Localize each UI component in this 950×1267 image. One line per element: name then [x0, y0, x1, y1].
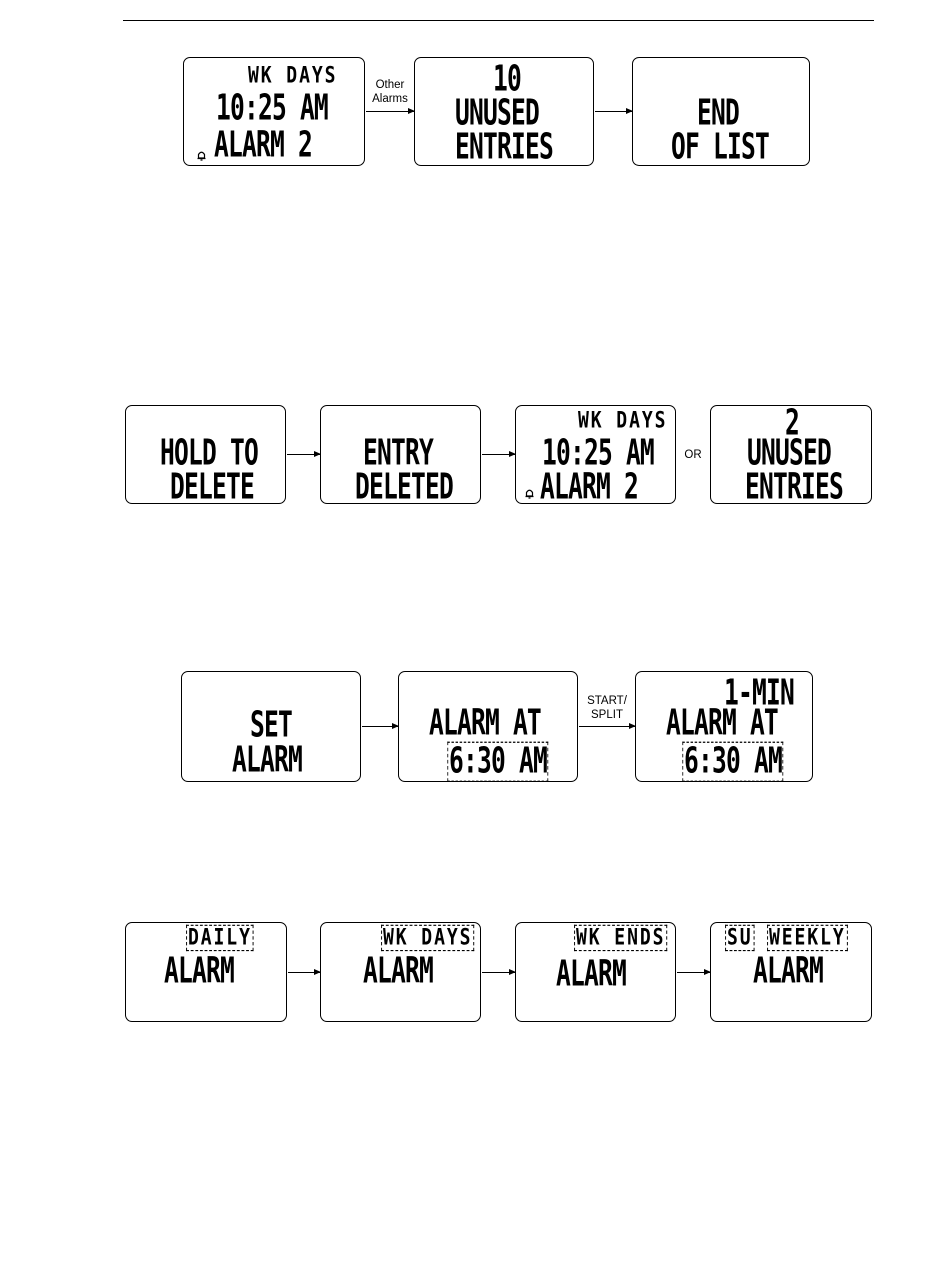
lcd-weekly-alarm: SU WEEKLY ALARM	[710, 922, 872, 1022]
lcd-alarm-label: ALARM 2	[540, 470, 638, 505]
flow-arrow	[362, 726, 398, 727]
alarm-bell-icon	[197, 150, 206, 161]
lcd-line: ALARM	[753, 954, 823, 989]
lcd-line2: ALARM	[232, 743, 302, 778]
lcd-wk-days-alarm: WK DAYS ALARM	[320, 922, 481, 1022]
header-rule	[123, 20, 874, 21]
lcd-entry-deleted: ENTRY DELETED	[320, 405, 481, 504]
flow-arrow	[677, 972, 710, 973]
lcd-line2: DELETED	[355, 470, 453, 505]
flow-arrow	[366, 111, 414, 112]
lcd-line: ALARM	[556, 957, 626, 992]
lcd-frequency: WEEKLY	[769, 927, 846, 949]
lcd-days: WK DAYS	[578, 410, 667, 432]
lcd-frequency: WK DAYS	[383, 927, 472, 949]
lcd-line1: ALARM AT	[429, 706, 541, 741]
flow-arrow	[579, 726, 635, 727]
flow-arrow	[595, 111, 632, 112]
arrow-label-start-split: START/SPLIT	[578, 694, 636, 722]
lcd-alarm-at-1-min: 1-MIN ALARM AT 6:30 AM	[635, 671, 813, 782]
lcd-time-field: 6:30 AM	[449, 744, 547, 779]
lcd-set-alarm: SET ALARM	[181, 671, 361, 782]
lcd-end-of-list: END OF LIST	[632, 57, 810, 166]
lcd-unused-entries: 2 UNUSED ENTRIES	[710, 405, 872, 504]
lcd-line1: ALARM AT	[666, 706, 778, 741]
lcd-time-field: 6:30 AM	[684, 744, 782, 779]
lcd-line1: SET	[250, 708, 292, 743]
lcd-alarm-label: ALARM 2	[214, 128, 312, 163]
lcd-line2: ENTRIES	[455, 130, 553, 165]
lcd-days: WK DAYS	[248, 65, 337, 87]
lcd-line2: OF LIST	[671, 130, 769, 165]
lcd-line2: DELETE	[170, 470, 254, 505]
flow-arrow	[482, 972, 515, 973]
lcd-line2: ENTRIES	[745, 470, 843, 505]
lcd-alarm-2: WK DAYS 10:25 AM ALARM 2	[515, 405, 676, 504]
lcd-frequency: DAILY	[188, 927, 252, 949]
lcd-hold-to-delete: HOLD TO DELETE	[125, 405, 286, 504]
lcd-day: SU	[727, 927, 753, 949]
alarm-bell-icon	[525, 488, 534, 499]
lcd-frequency: WK ENDS	[576, 927, 665, 949]
lcd-time: 10:25 AM	[216, 91, 328, 126]
flow-arrow	[287, 454, 320, 455]
lcd-alarm-at: ALARM AT 6:30 AM	[398, 671, 578, 782]
flow-arrow	[288, 972, 320, 973]
flow-arrow	[482, 454, 515, 455]
lcd-unused-entries: 10 UNUSED ENTRIES	[414, 57, 594, 166]
lcd-wk-ends-alarm: WK ENDS ALARM	[515, 922, 676, 1022]
lcd-alarm-2: WK DAYS 10:25 AM ALARM 2	[183, 57, 365, 166]
lcd-line: ALARM	[363, 954, 433, 989]
lcd-line: ALARM	[164, 954, 234, 989]
or-label: OR	[680, 448, 706, 462]
lcd-daily-alarm: DAILY ALARM	[125, 922, 287, 1022]
